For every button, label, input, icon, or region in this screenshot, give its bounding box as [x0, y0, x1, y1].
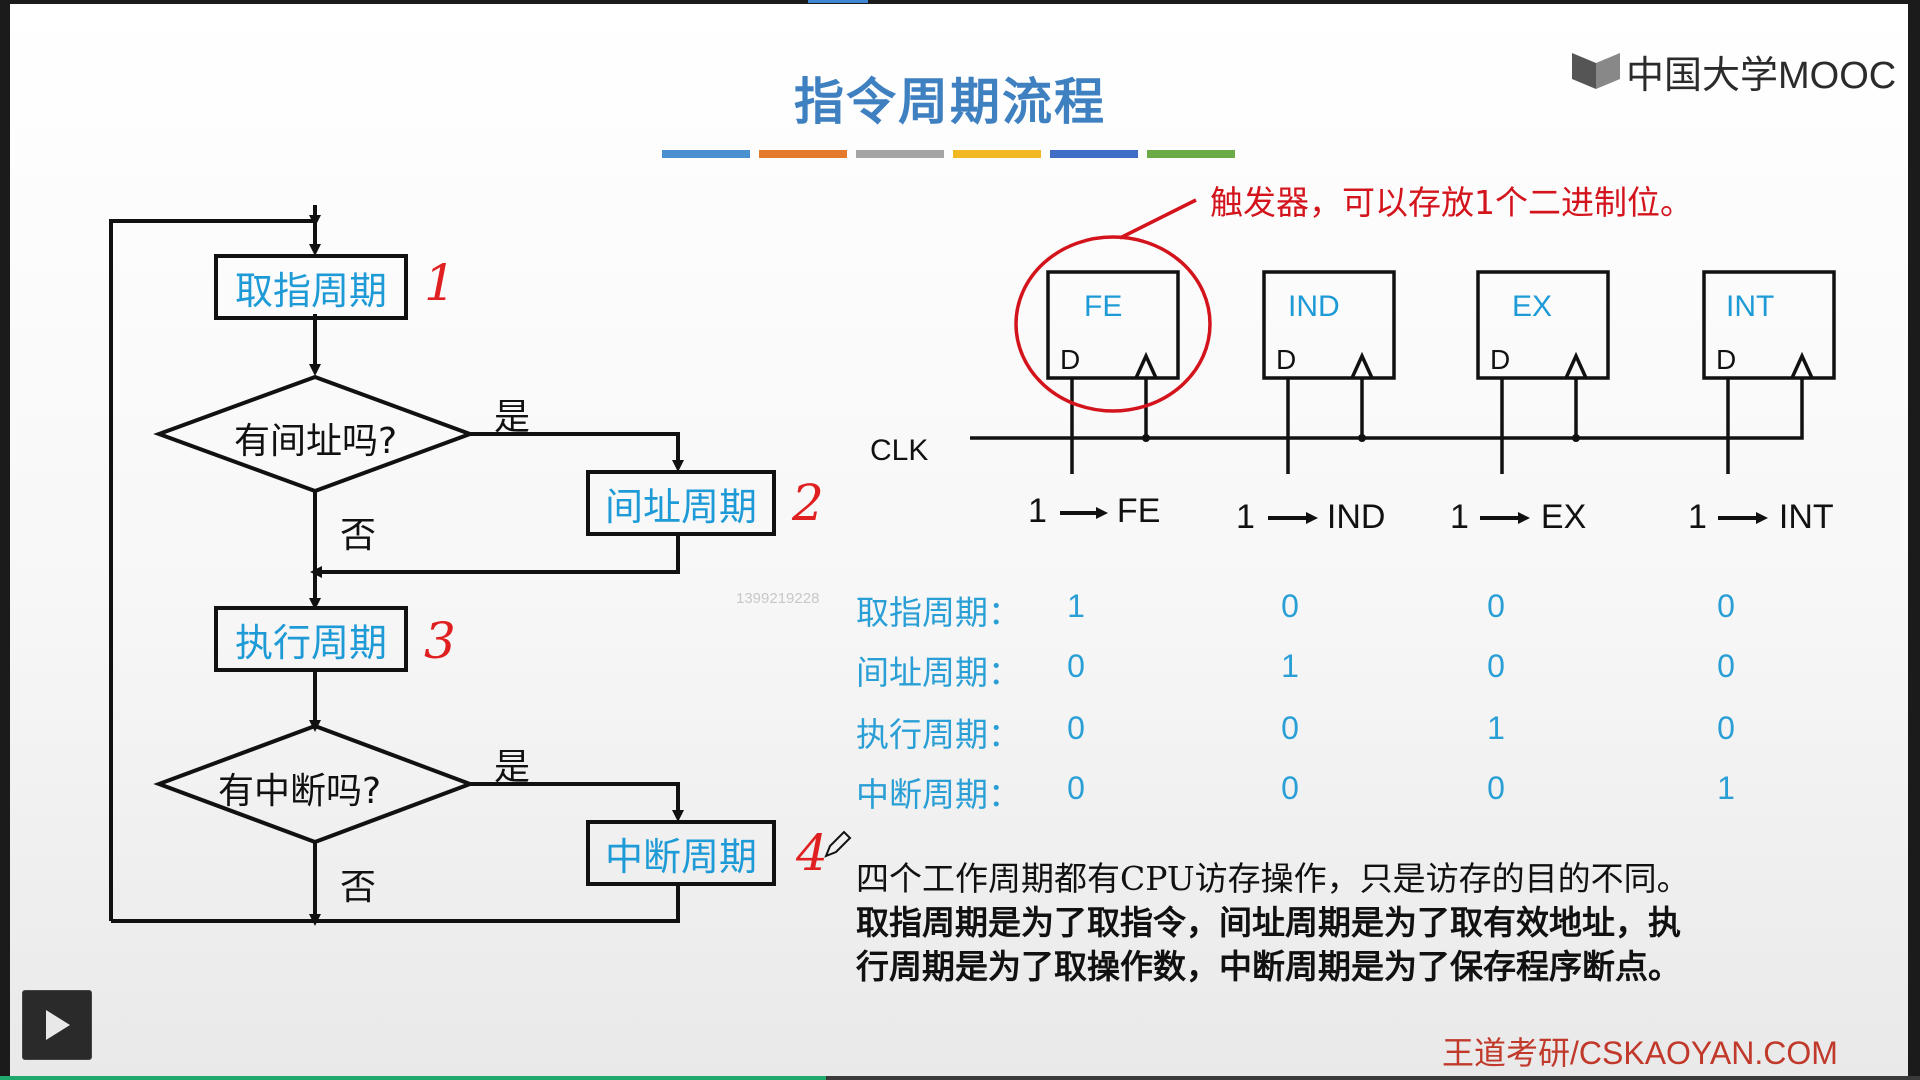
- flipflop-boxes: [970, 270, 1836, 474]
- set-fe: 1 FE: [1028, 492, 1160, 531]
- clk-junctions: [1142, 434, 1580, 442]
- table-cell-value: 0: [1487, 648, 1505, 684]
- ff-ex-d: D: [1490, 344, 1511, 375]
- ff-ind-box: [1262, 270, 1396, 380]
- table-row-label: 间址周期：: [856, 653, 1021, 692]
- title-color-bars: [662, 150, 1242, 158]
- set-fe-one: 1: [1028, 492, 1047, 530]
- no-label-2: 否: [340, 867, 377, 908]
- yes-label-2: 是: [494, 747, 531, 788]
- title-color-bar: [759, 150, 847, 158]
- ff-int-box: [1702, 270, 1836, 380]
- no-label-1: 否: [340, 515, 377, 556]
- highlight-circle: [1014, 198, 1212, 413]
- fetch-box: [214, 254, 408, 320]
- title-color-bar: [1147, 150, 1235, 158]
- hand-number-1: 1: [424, 254, 456, 312]
- set-int-name: INT: [1778, 498, 1834, 536]
- table-row-label: 取指周期：: [856, 593, 1021, 632]
- flowchart-boxes: [214, 254, 776, 886]
- indirect-box: [586, 470, 776, 536]
- ff-int-d: D: [1716, 344, 1737, 375]
- ff-ind-d: D: [1276, 344, 1297, 375]
- top-indicator: [808, 0, 868, 3]
- note-line-1: 四个工作周期都有CPU访存操作，只是访存的目的不同。: [856, 859, 1690, 898]
- title-color-bar: [856, 150, 944, 158]
- fetch-cycle-box: 取指周期: [234, 268, 387, 313]
- ff-ex-label: EX: [1512, 290, 1553, 323]
- yes-label-1: 是: [494, 397, 531, 438]
- execute-box: [214, 606, 408, 672]
- video-progress-bar[interactable]: [0, 1076, 1920, 1080]
- clk-label: CLK: [870, 434, 929, 467]
- table-cell-value: 0: [1281, 588, 1299, 624]
- flowchart-arrowheads: [309, 215, 684, 926]
- execute-cycle-box: 执行周期: [234, 620, 387, 665]
- table-cell-value: 0: [1067, 770, 1085, 806]
- hand-number-4: 4: [796, 824, 828, 882]
- flipflop-annotation: 触发器，可以存放1个二进制位。: [1210, 183, 1693, 222]
- table-cell-value: 1: [1717, 770, 1735, 806]
- note-line-2: 取指周期是为了取指令，间址周期是为了取有效地址，执: [856, 903, 1681, 942]
- table-cell-value: 1: [1487, 710, 1505, 746]
- table-cell-value: 0: [1281, 710, 1299, 746]
- table-cell-value: 0: [1067, 710, 1085, 746]
- table-cell-value: 0: [1487, 588, 1505, 624]
- note-line-3: 行周期是为了取操作数，中断周期是为了保存程序断点。: [856, 947, 1681, 986]
- set-ex: 1 EX: [1450, 498, 1586, 537]
- ff-fe-d: D: [1060, 344, 1081, 375]
- indirect-cycle-box: 间址周期: [604, 484, 757, 529]
- slide-title: 指令周期流程: [794, 73, 1106, 131]
- footer-brand: 王道考研/CSKAOYAN.COM: [1442, 1035, 1838, 1071]
- title-color-bar: [662, 150, 750, 158]
- title-color-bar: [1050, 150, 1138, 158]
- table-row-label: 执行周期：: [856, 715, 1021, 754]
- set-ex-name: EX: [1540, 498, 1587, 536]
- slide: 指令周期流程 中国大学MOOC: [10, 4, 1908, 1076]
- mooc-logo-text: 中国大学MOOC: [1626, 54, 1897, 97]
- table-row-label: 中断周期：: [856, 775, 1021, 814]
- diagram-canvas: [109, 198, 1836, 926]
- play-icon: [46, 1010, 70, 1040]
- table-cell-value: 0: [1717, 710, 1735, 746]
- set-fe-name: FE: [1116, 492, 1161, 530]
- ff-fe-box: [1046, 270, 1180, 380]
- set-int-one: 1: [1688, 498, 1707, 536]
- interrupt-cycle-box: 中断周期: [604, 834, 757, 879]
- set-ex-one: 1: [1450, 498, 1469, 536]
- mooc-logo-icon: [1572, 53, 1620, 89]
- set-ind-one: 1: [1236, 498, 1255, 536]
- title-color-bar: [953, 150, 1041, 158]
- loop-back-line: [109, 219, 315, 921]
- table-cell-value: 0: [1717, 588, 1735, 624]
- set-ind-name: IND: [1326, 498, 1386, 536]
- clk-line: [970, 378, 1804, 440]
- table-cell-value: 1: [1067, 588, 1085, 624]
- video-progress-fill: [0, 1076, 826, 1080]
- set-arrowheads: [1096, 507, 1768, 524]
- table-cell-value: 0: [1487, 770, 1505, 806]
- ff-fe-label: FE: [1084, 290, 1123, 323]
- set-ind: 1 IND: [1236, 498, 1385, 537]
- play-button[interactable]: [22, 990, 92, 1060]
- set-arrows: [1060, 511, 1758, 520]
- set-int: 1 INT: [1688, 498, 1834, 537]
- flowchart-connectors: [109, 205, 680, 923]
- interrupt-question: 有中断吗?: [218, 771, 382, 812]
- table-cell-value: 0: [1067, 648, 1085, 684]
- watermark: 1399219228: [736, 590, 820, 607]
- indirect-question: 有间址吗?: [234, 421, 398, 462]
- pen-cursor-icon: [824, 830, 852, 858]
- interrupt-box: [586, 820, 776, 886]
- table-cell-value: 1: [1281, 648, 1299, 684]
- table-cell-value: 0: [1281, 770, 1299, 806]
- ff-ind-label: IND: [1288, 290, 1340, 323]
- mooc-logo: 中国大学MOOC: [1570, 46, 1897, 97]
- ff-int-label: INT: [1726, 290, 1775, 323]
- hand-number-3: 3: [424, 612, 456, 670]
- ff-ex-box: [1476, 270, 1610, 380]
- table-cell-value: 0: [1717, 648, 1735, 684]
- hand-number-2: 2: [792, 474, 824, 532]
